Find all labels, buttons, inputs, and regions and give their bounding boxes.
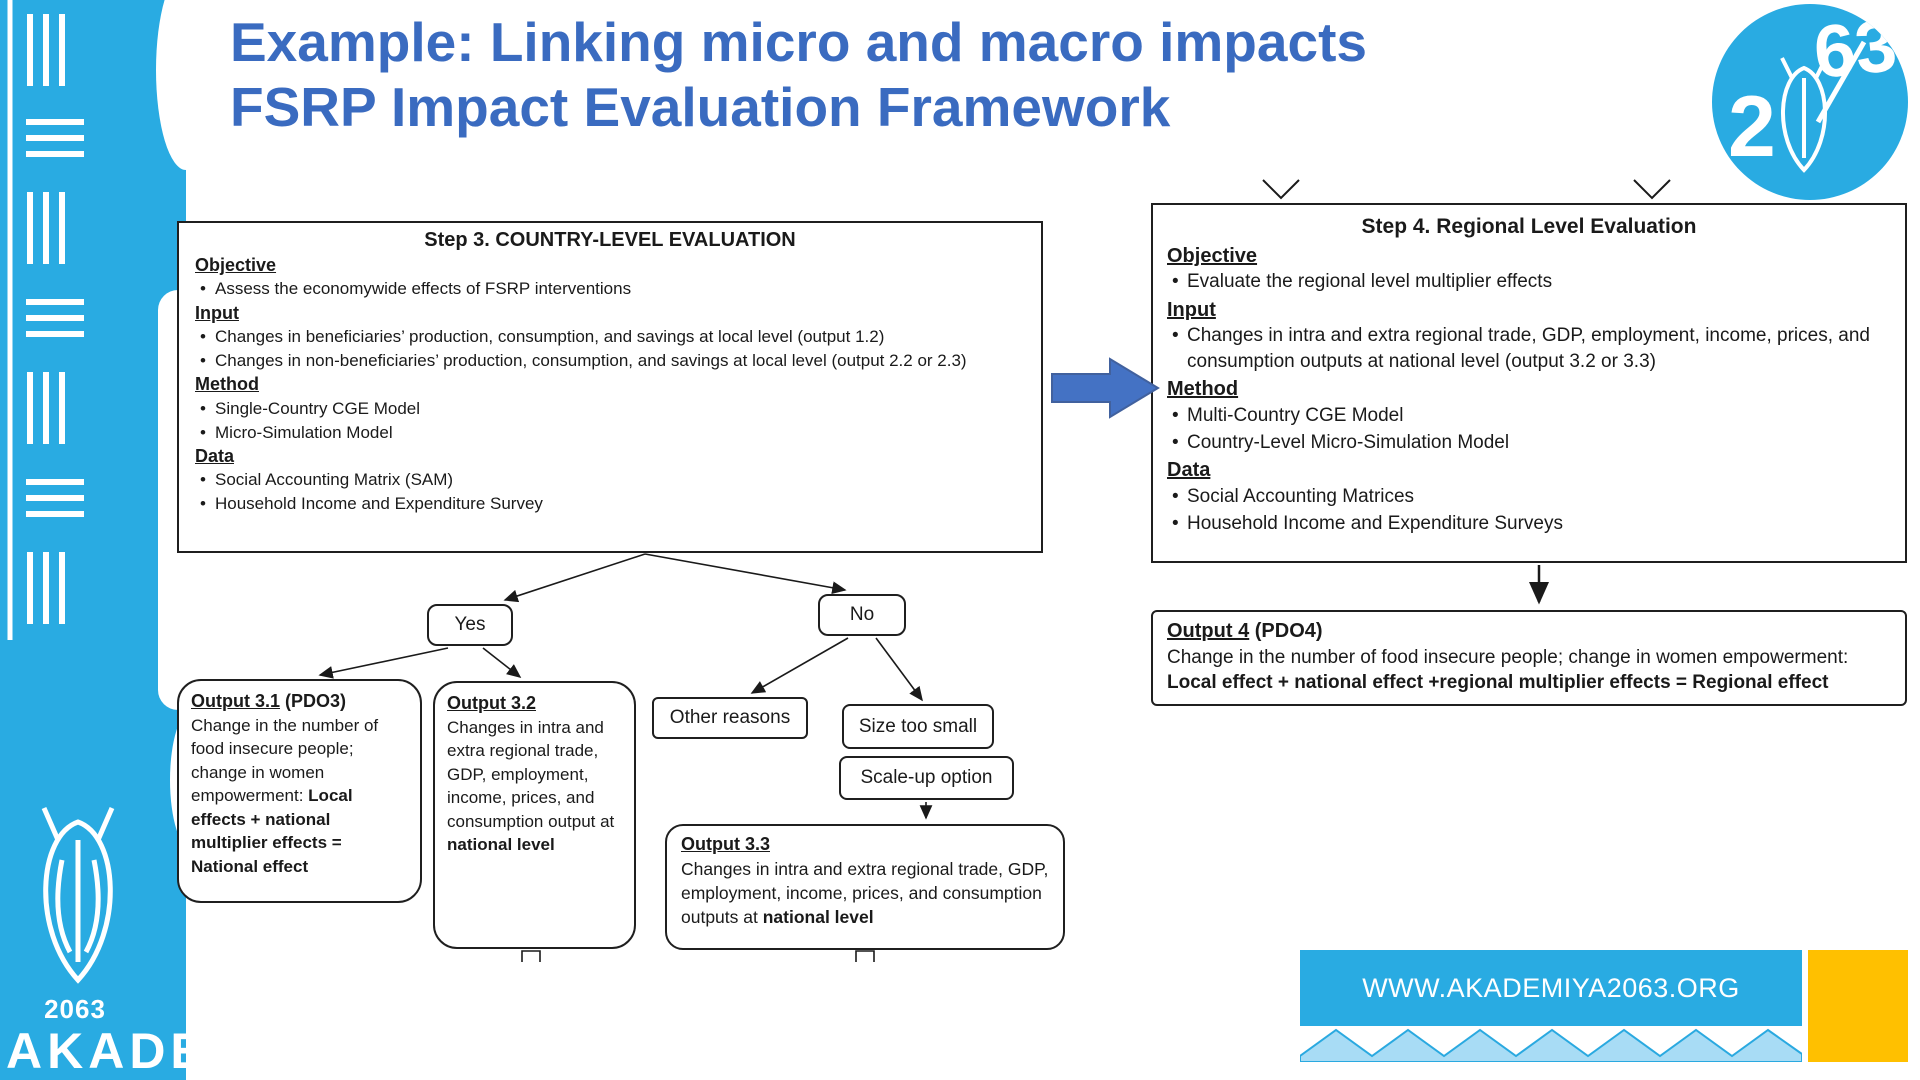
accent-yellow-block — [1808, 950, 1908, 1062]
other-reasons-box: Other reasons — [652, 697, 808, 739]
bullet-item: Social Accounting Matrix (SAM) — [195, 468, 1025, 492]
step4-regional-evaluation-box: Step 4. Regional Level Evaluation Object… — [1151, 203, 1907, 563]
step3-section-data: Data — [195, 445, 235, 466]
logo-digits-63: 63 — [1809, 4, 1901, 95]
sidebar-logo-word-partial: AKADE — [6, 1023, 209, 1079]
bullet-item: Changes in non-beneficiaries’ production… — [195, 349, 1025, 373]
bullet-item: Country-Level Micro-Simulation Model — [1167, 430, 1891, 456]
arrow-yes-to-output32 — [482, 647, 522, 678]
bullet-item: Multi-Country CGE Model — [1167, 403, 1891, 429]
output-3-2-body: Changes in intra and extra regional trad… — [447, 718, 615, 855]
decision-yes-box: Yes — [427, 604, 513, 646]
step3-country-evaluation-box: Step 3. COUNTRY-LEVEL EVALUATION Objecti… — [177, 221, 1043, 553]
arrow-step3-to-no — [644, 553, 847, 595]
scale-up-option-box: Scale-up option — [839, 756, 1014, 800]
step4-section-method: Method — [1167, 378, 1239, 401]
output-4-line-2: Local effect + national effect +regional… — [1167, 672, 1829, 694]
website-url: WWW.AKADEMIYA2063.ORG — [1362, 972, 1740, 1003]
bullet-item: Changes in beneficiaries’ production, co… — [195, 325, 1025, 349]
sidebar-logo-year: 2063 — [44, 994, 106, 1024]
arrow-no-to-size-too-small — [875, 637, 923, 702]
logo-mask-icon — [1780, 40, 1867, 173]
akademiya-2063-logo: 2 63 — [1712, 4, 1908, 200]
output-3-3-title: Output 3.3 — [681, 834, 770, 854]
bullet-item: Single-Country CGE Model — [195, 397, 1025, 421]
chevron-down-icon — [1262, 179, 1300, 200]
bullet-item: Assess the economywide effects of FSRP i… — [195, 277, 1025, 301]
chevron-down-icon — [1633, 179, 1671, 200]
connector-stub-icon — [521, 950, 541, 962]
arrow-step3-to-yes — [503, 553, 646, 603]
slide-title-line-1: Example: Linking micro and macro impacts — [230, 11, 1367, 73]
step3-section-objective: Objective — [195, 255, 277, 275]
bullet-item: Household Income and Expenditure Surveys — [1167, 511, 1891, 537]
size-too-small-box: Size too small — [842, 704, 994, 749]
step4-section-data: Data — [1167, 459, 1211, 482]
bullet-item: Changes in intra and extra regional trad… — [1167, 323, 1891, 374]
slide-title: Example: Linking micro and macro impacts… — [230, 10, 1367, 140]
step3-title: Step 3. COUNTRY-LEVEL EVALUATION — [424, 229, 796, 251]
step3-section-method: Method — [195, 374, 259, 395]
brand-sidebar: 2063 AKADE — [0, 0, 204, 1080]
output-3-2-title: Output 3.2 — [447, 693, 536, 713]
sidebar-pattern-icon — [7, 0, 200, 984]
step4-title: Step 4. Regional Level Evaluation — [1361, 215, 1697, 238]
step4-section-input: Input — [1167, 298, 1216, 321]
step4-section-objective: Objective — [1167, 245, 1258, 267]
block-arrow-right-icon — [1051, 357, 1160, 419]
connector-stub-icon — [855, 950, 875, 962]
output-4-line-1: Change in the number of food insecure pe… — [1167, 647, 1849, 668]
bullet-item: Social Accounting Matrices — [1167, 484, 1891, 510]
arrow-yes-to-output31 — [318, 647, 449, 679]
output-3-2-box: Output 3.2 Changes in intra and extra re… — [433, 681, 636, 949]
output-3-3-body: Changes in intra and extra regional trad… — [681, 859, 1049, 928]
step3-section-input: Input — [195, 302, 239, 323]
output-3-1-box: Output 3.1 (PDO3) Change in the number o… — [177, 679, 422, 903]
logo-digit-2: 2 — [1728, 79, 1776, 175]
output-4-box: Output 4 (PDO4) Change in the number of … — [1151, 610, 1907, 706]
bullet-item: Household Income and Expenditure Survey — [195, 492, 1025, 516]
output-4-title: Output 4 (PDO4) — [1167, 620, 1323, 642]
website-banner: WWW.AKADEMIYA2063.ORG — [1300, 950, 1802, 1026]
decision-no-box: No — [818, 594, 906, 636]
output-3-3-box: Output 3.3 Changes in intra and extra re… — [665, 824, 1065, 950]
mask-logo-icon — [41, 806, 115, 984]
bullet-item: Evaluate the regional level multiplier e… — [1167, 269, 1891, 295]
output-3-1-body: Change in the number of food insecure pe… — [191, 716, 379, 876]
zigzag-pattern-icon — [1300, 1028, 1802, 1062]
slide-title-line-2: FSRP Impact Evaluation Framework — [230, 75, 1171, 138]
bullet-item: Micro-Simulation Model — [195, 421, 1025, 445]
output-3-1-title: Output 3.1 (PDO3) — [191, 691, 347, 711]
arrow-no-to-other-reasons — [750, 637, 849, 694]
